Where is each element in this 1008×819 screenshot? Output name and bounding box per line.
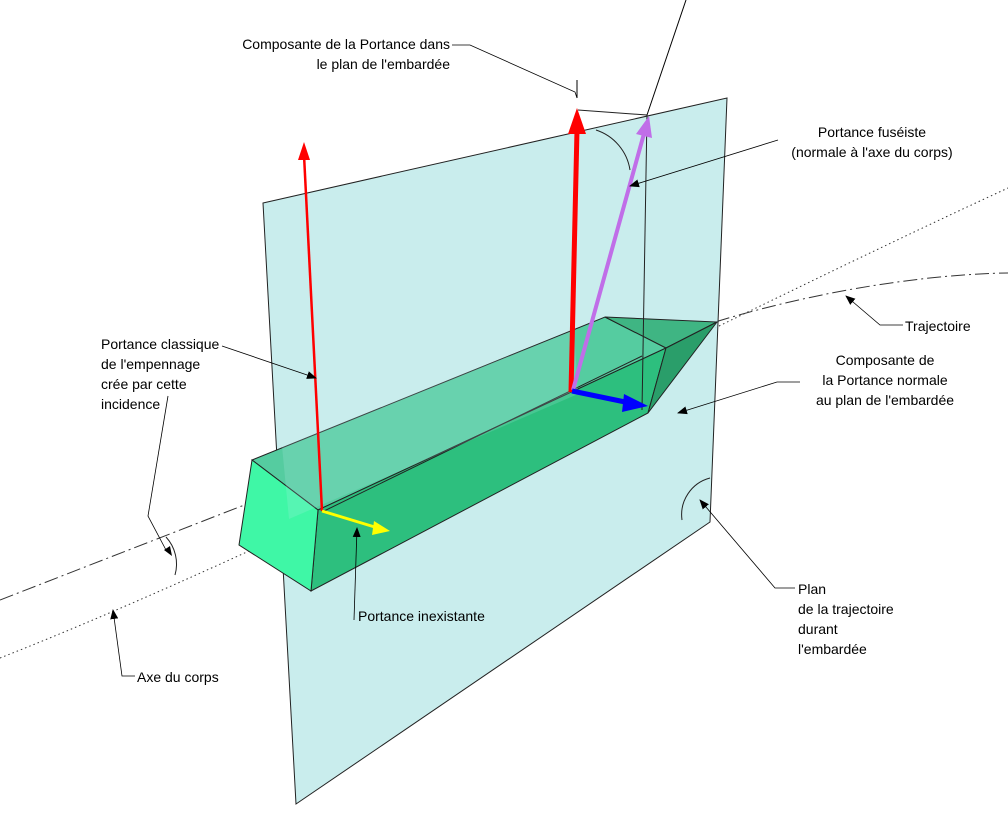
construction-line-top xyxy=(577,109,648,116)
incidence-arc-arrowhead xyxy=(164,546,172,556)
label-composante-plan-line1: Composante de la Portance dans xyxy=(242,36,450,52)
leader-composante-plan xyxy=(452,44,578,99)
label-composante-normale-line3: au plan de l'embardée xyxy=(815,392,955,408)
blue-vector-head xyxy=(622,394,648,412)
nose-side-face xyxy=(647,321,718,414)
leader-incidence xyxy=(147,395,169,551)
purple-vector-head xyxy=(636,116,652,138)
red-vector-tail-lift-head xyxy=(298,142,310,160)
construction-line-vertical xyxy=(641,114,648,411)
label-plan-trajectoire-line4: l'embardée xyxy=(798,641,867,657)
yellow-vector-head xyxy=(372,521,390,535)
label-portance-inexistante: Portance inexistante xyxy=(358,608,485,624)
leader-portance-fuseiste xyxy=(629,139,779,188)
label-composante-plan: Composante de la Portance dans le plan d… xyxy=(196,34,450,74)
purple-vector xyxy=(571,129,647,391)
label-trajectoire: Trajectoire xyxy=(905,318,971,334)
label-composante-normale: Composante de la Portance normale au pla… xyxy=(800,350,970,410)
body-end-face xyxy=(238,459,319,592)
leader-portance-classique xyxy=(221,345,317,379)
label-axe-corps: Axe du corps xyxy=(137,669,219,685)
label-plan-trajectoire-line1: Plan xyxy=(798,581,827,597)
label-portance-classique-line3: crée par cette xyxy=(101,376,187,392)
body-top-axis xyxy=(321,355,643,513)
plane-overlay-rear xyxy=(282,330,578,519)
leader-axe-corps xyxy=(110,609,135,677)
label-portance-classique-line2: de l'empennage xyxy=(101,356,201,372)
yellow-vector xyxy=(321,509,379,530)
leader-portance-inexistante xyxy=(352,527,361,621)
label-plan-trajectoire: Plan de la trajectoire durant l'embardée xyxy=(798,579,894,659)
red-vector-tail-lift xyxy=(302,154,324,512)
red-vector-plane-component xyxy=(568,129,580,393)
right-angle-arc-top xyxy=(595,129,631,171)
leader-trajectoire xyxy=(845,295,903,326)
label-portance-fuseiste-line1: Portance fuséiste xyxy=(817,124,927,140)
label-composante-plan-line2: le plan de l'embardée xyxy=(316,56,450,72)
incidence-angle-arc xyxy=(165,536,178,576)
label-portance-classique-line4: incidence xyxy=(101,396,161,412)
label-portance-fuseiste-line2: (normale à l'axe du corps) xyxy=(791,144,953,160)
long-thin-line-top xyxy=(646,0,687,116)
blue-vector xyxy=(571,388,631,406)
label-portance-classique: Portance classique de l'empennage crée p… xyxy=(101,334,219,414)
right-angle-arc-bottom xyxy=(681,477,711,521)
label-plan-trajectoire-line3: durant xyxy=(798,621,838,637)
label-composante-normale-line1: Composante de xyxy=(835,352,935,368)
leader-composante-normale xyxy=(677,381,800,415)
trajectory-line xyxy=(0,272,1008,601)
label-composante-normale-line2: la Portance normale xyxy=(822,372,948,388)
label-plan-trajectoire-line2: de la trajectoire xyxy=(798,601,894,617)
label-portance-classique-line1: Portance classique xyxy=(101,336,220,352)
label-portance-fuseiste: Portance fuséiste (normale à l'axe du co… xyxy=(778,122,966,162)
red-vector-plane-component-head xyxy=(568,108,586,134)
leader-plan-trajectoire xyxy=(699,499,795,589)
